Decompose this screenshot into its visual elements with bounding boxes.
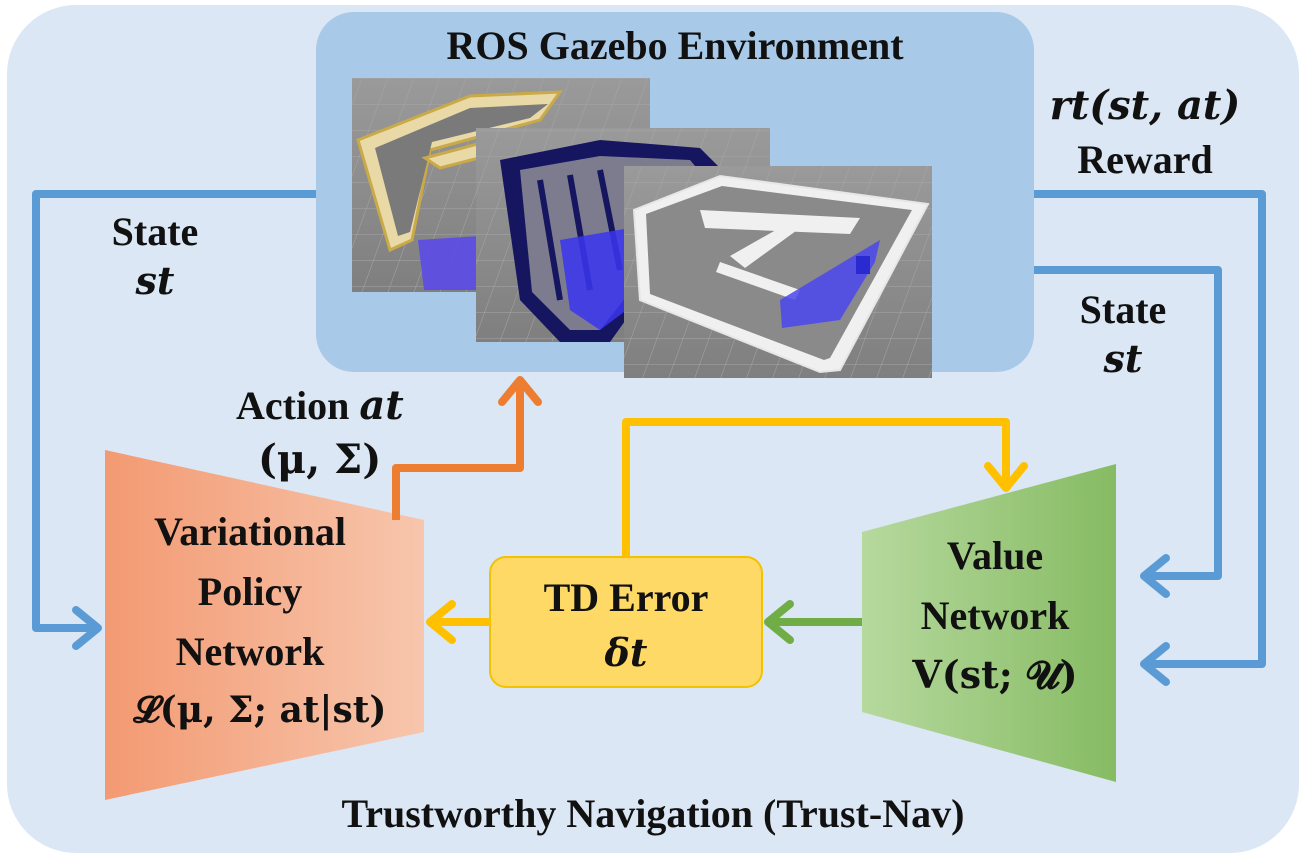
td-error-symbol: δt — [604, 630, 648, 675]
value-line-2: Network — [920, 593, 1070, 638]
action-arrow — [392, 382, 524, 520]
value-line-1: Value — [946, 533, 1044, 578]
policy-line-3: Network — [175, 629, 325, 674]
td-error-label: TD Error — [543, 575, 709, 620]
state-right-label: State — [1079, 287, 1167, 332]
state-arrow-right-head — [1140, 554, 1170, 598]
td-to-value-arrow-head — [984, 462, 1028, 492]
policy-line-2: Policy — [197, 569, 303, 614]
td-to-policy-arrow-head — [426, 600, 456, 644]
reward-arrow — [1034, 190, 1266, 668]
value-network-shape — [862, 464, 1116, 782]
gazebo-screenshot-3 — [624, 166, 932, 378]
td-to-value-arrow — [622, 418, 1010, 557]
state-left-label: State — [111, 209, 199, 254]
state-right-symbol: st — [1103, 336, 1143, 381]
action-params: (μ, Σ) — [258, 436, 382, 483]
action-word: Action — [236, 383, 350, 428]
reward-arrow-head — [1140, 642, 1170, 686]
policy-formula: 𝓛(μ, Σ; at|st) — [133, 689, 387, 731]
framework-title: Trustworthy Navigation (Trust-Nav) — [341, 791, 965, 836]
state-arrow-left — [32, 190, 316, 632]
reward-label: Reward — [1077, 137, 1213, 182]
reward-formula: rt(st, at) — [1049, 82, 1241, 129]
environment-title: ROS Gazebo Environment — [446, 23, 904, 68]
state-arrow-left-head — [72, 606, 102, 650]
value-to-td-arrow-head — [764, 600, 794, 644]
state-arrow-right — [1034, 266, 1222, 580]
action-arrow-head — [498, 376, 542, 406]
value-formula: V(st; 𝓤) — [912, 652, 1078, 697]
action-label: Action at — [236, 386, 404, 426]
state-left-symbol: st — [135, 258, 175, 303]
policy-network-shape — [105, 450, 424, 800]
policy-line-1: Variational — [154, 509, 346, 554]
action-symbol: at — [359, 382, 404, 429]
